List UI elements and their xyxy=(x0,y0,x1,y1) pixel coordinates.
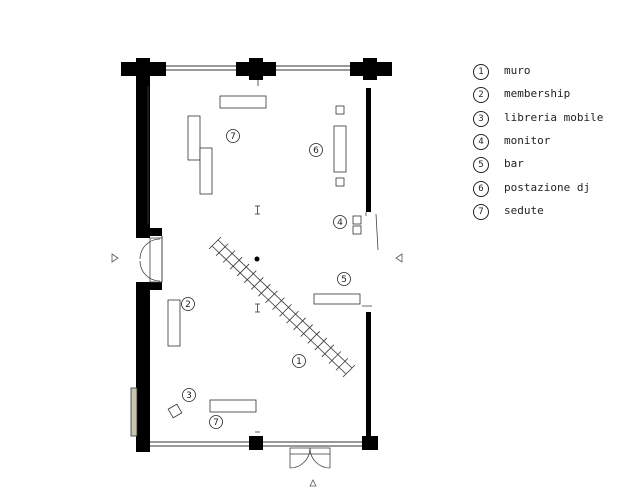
legend-number: 3 xyxy=(473,110,489,127)
furniture xyxy=(167,80,362,433)
legend-label: sedute xyxy=(504,203,544,217)
callout-number: 6 xyxy=(313,146,319,156)
callout-number: 5 xyxy=(341,275,347,285)
callout-number: 7 xyxy=(230,132,236,142)
legend-label: muro xyxy=(504,64,531,77)
callout-circle xyxy=(292,354,306,368)
callout-number: 2 xyxy=(185,300,191,310)
legend-number: 4 xyxy=(473,133,489,150)
legend-label: bar xyxy=(504,157,524,171)
callout-circle xyxy=(209,415,223,429)
walls xyxy=(121,58,392,452)
legend-number: 6 xyxy=(473,180,489,197)
legend-item: 1 muro xyxy=(473,62,633,82)
legend-label: membership xyxy=(504,87,571,101)
pillar-dot xyxy=(254,256,260,262)
right-door xyxy=(362,212,379,307)
accent-panel xyxy=(130,387,138,437)
diagonal-wall xyxy=(208,236,356,378)
legend-item: 4 monitor xyxy=(473,132,633,152)
legend-number: 7 xyxy=(473,203,489,220)
callout-circle xyxy=(309,143,323,157)
callout-circle xyxy=(182,388,196,402)
callout-number: 4 xyxy=(337,218,343,228)
callout-number: 1 xyxy=(296,357,302,367)
left-door xyxy=(139,237,163,283)
legend-item: 6 postazione dj xyxy=(473,179,633,199)
bottom-door xyxy=(289,447,331,469)
callout-circle xyxy=(181,297,195,311)
legend-label: monitor xyxy=(504,133,551,147)
legend-number: 1 xyxy=(473,64,489,80)
callout-circle xyxy=(333,215,347,229)
plan-callouts: 7 6 4 5 2 1 3 7 xyxy=(181,129,351,429)
legend-number: 5 xyxy=(473,157,489,174)
callout-circle xyxy=(226,129,240,143)
window-lines xyxy=(147,65,362,447)
legend-item: 3 libreria mobile xyxy=(473,109,633,129)
callout-number: 7 xyxy=(213,418,219,428)
legend-number: 2 xyxy=(473,87,489,104)
legend-item: 7 sedute xyxy=(473,202,633,222)
callout-number: 3 xyxy=(186,391,192,401)
legend-item: 2 membership xyxy=(473,85,633,105)
callout-circle xyxy=(337,272,351,286)
entry-arrows xyxy=(111,253,403,487)
legend-label: postazione dj xyxy=(504,180,591,194)
legend-label: libreria mobile xyxy=(504,110,604,124)
legend-item: 5 bar xyxy=(473,155,633,175)
